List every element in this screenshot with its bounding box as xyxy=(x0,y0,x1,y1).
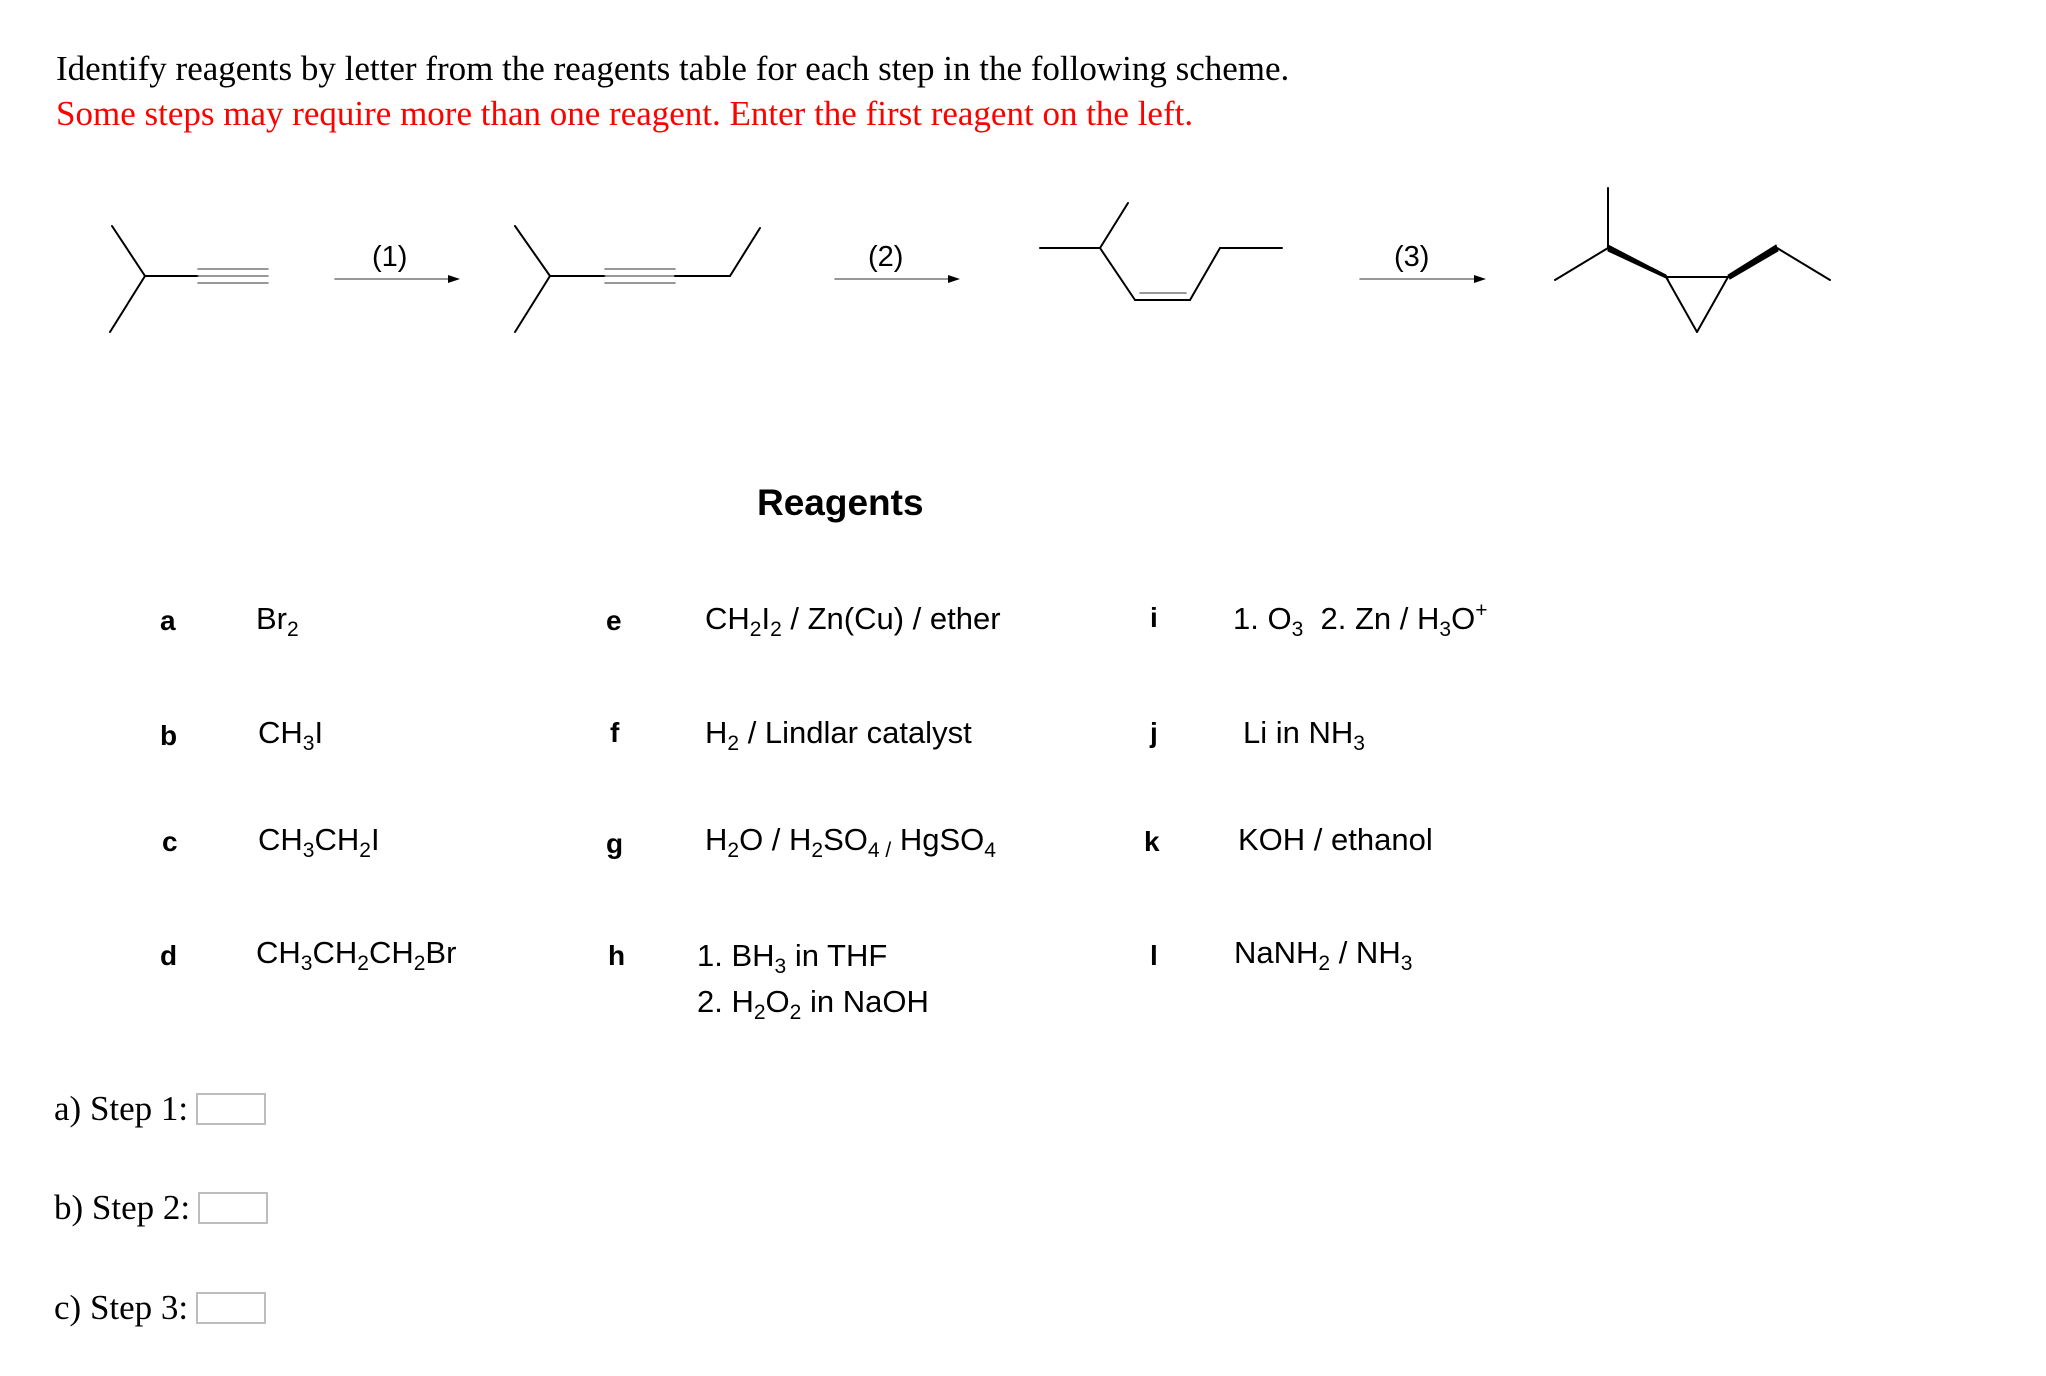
reagent-letter: f xyxy=(610,717,620,748)
step-label-2: (2) xyxy=(868,241,903,273)
reagent-formula: H2O / H2SO4 / HgSO4 xyxy=(705,822,996,862)
reagent-letter: a xyxy=(160,605,176,636)
cis-alkene-structure xyxy=(1039,202,1283,301)
reagent-formula: CH3CH2I xyxy=(258,822,380,862)
reagents-table-title: Reagents xyxy=(757,482,924,523)
intermediate-alkyne-structure xyxy=(514,225,761,333)
reagent-letter: e xyxy=(606,605,622,636)
reagent-formula: CH3I xyxy=(258,715,324,755)
reagent-letter: g xyxy=(606,828,624,859)
reaction-arrow-2: (2) xyxy=(834,241,960,283)
reagent-formula: 1. O3 2. Zn / H3O+ xyxy=(1233,599,1488,641)
reagent-letter: k xyxy=(1144,826,1160,857)
reagent-formula: H2 / Lindlar catalyst xyxy=(705,715,972,755)
reagent-letter: b xyxy=(160,720,178,751)
step-3-input[interactable] xyxy=(196,1292,267,1324)
reaction-scheme: (1) (2) (3) xyxy=(109,187,1831,333)
reagent-formula: CH2I2 / Zn(Cu) / ether xyxy=(705,601,1001,641)
reaction-arrow-3: (3) xyxy=(1359,241,1486,283)
reagent-letter: h xyxy=(608,940,626,971)
step-1-label: a) Step 1: xyxy=(54,1089,189,1128)
starting-alkyne-structure xyxy=(109,225,269,333)
step-2-row: b) Step 2: xyxy=(54,1188,269,1228)
reagent-letter: i xyxy=(1150,602,1158,633)
step-2-input[interactable] xyxy=(198,1192,269,1224)
reagent-letter: l xyxy=(1150,940,1158,971)
reagent-letter: c xyxy=(162,826,178,857)
instruction-text: Identify reagents by letter from the rea… xyxy=(56,49,1290,88)
reaction-arrow-1: (1) xyxy=(334,241,460,283)
step-label-1: (1) xyxy=(372,241,407,273)
reagent-formula: KOH / ethanol xyxy=(1238,822,1433,857)
reagent-formula: NaNH2 / NH3 xyxy=(1234,935,1413,975)
cyclopropane-product-structure xyxy=(1554,187,1831,333)
step-1-row: a) Step 1: xyxy=(54,1089,267,1129)
reagent-letter: j xyxy=(1150,717,1158,748)
step-3-label: c) Step 3: xyxy=(54,1288,189,1327)
step-label-3: (3) xyxy=(1394,241,1429,273)
reagent-formula: Br2 xyxy=(256,601,299,641)
reagent-formula: CH3CH2CH2Br xyxy=(256,935,457,975)
instruction-warning-text: Some steps may require more than one rea… xyxy=(56,94,1194,133)
step-1-input[interactable] xyxy=(196,1093,267,1125)
step-2-label: b) Step 2: xyxy=(54,1188,191,1227)
step-3-row: c) Step 3: xyxy=(54,1288,267,1328)
reagent-letter: d xyxy=(160,940,178,971)
reagent-formula: Li in NH3 xyxy=(1243,715,1365,755)
